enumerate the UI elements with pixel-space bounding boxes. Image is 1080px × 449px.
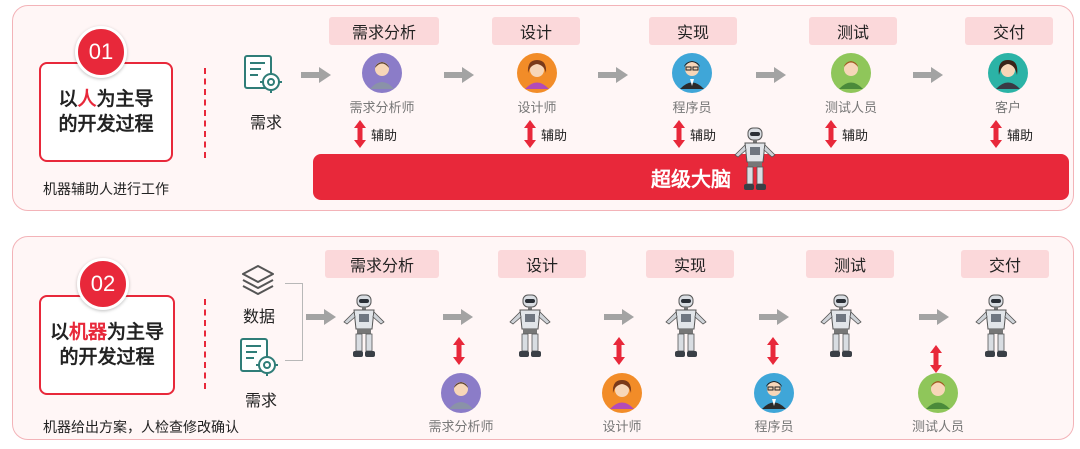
super-brain-bar: 超级大脑: [313, 154, 1069, 200]
bidirectional-arrow-icon: [453, 337, 465, 365]
bidirectional-arrow-icon: [524, 120, 536, 148]
bidirectional-arrow-icon: [930, 345, 942, 373]
panel-human-led: 01 以人为主导 的开发过程 机器辅助人进行工作 需求 需求分析 设计 实现 测…: [12, 5, 1074, 211]
stage-implementation: 实现: [649, 17, 737, 45]
divider-dashed: [204, 299, 206, 389]
panel2-title-line1: 以机器为主导: [49, 322, 165, 343]
analyst-avatar-icon: [362, 53, 402, 93]
requirements-doc-icon: [240, 338, 279, 377]
bidirectional-arrow-icon: [767, 337, 779, 365]
panel1-title-box: 以人为主导 的开发过程: [39, 62, 173, 162]
assist-label: 辅助: [541, 128, 568, 143]
flow-arrow-icon: [919, 309, 949, 325]
assist-label: 辅助: [371, 128, 398, 143]
flow-arrow-icon: [444, 67, 474, 83]
role-label-programmer: 程序员: [672, 100, 712, 115]
robot-icon: [509, 294, 551, 358]
flow-arrow-icon: [443, 309, 473, 325]
input-label-data: 数据: [242, 309, 275, 326]
stage-delivery: 交付: [961, 250, 1049, 278]
designer-avatar-icon: [517, 53, 557, 93]
flow-arrow-icon: [913, 67, 943, 83]
customer-avatar-icon: [988, 53, 1028, 93]
flow-arrow-icon: [301, 67, 331, 83]
role-label-designer: 设计师: [602, 419, 642, 434]
flow-arrow-icon: [598, 67, 628, 83]
assist-label: 辅助: [1007, 128, 1034, 143]
robot-icon: [975, 294, 1017, 358]
panel1-title-line1: 以人为主导: [58, 89, 154, 110]
role-label-programmer: 程序员: [754, 419, 794, 434]
panel2-title-box: 以机器为主导 的开发过程: [39, 295, 175, 395]
requirements-doc-icon: [244, 55, 283, 94]
panel2-title-line2: 的开发过程: [59, 347, 155, 368]
stage-requirements-analysis: 需求分析: [325, 250, 439, 278]
panel-machine-led: 02 以机器为主导 的开发过程 机器给出方案，人检查修改确认 数据 需求 需求分…: [12, 236, 1074, 440]
role-label-customer: 客户: [994, 100, 1021, 115]
data-layers-icon: [242, 265, 274, 295]
flow-arrow-icon: [604, 309, 634, 325]
flow-arrow-icon: [306, 309, 336, 325]
flow-arrow-icon: [759, 309, 789, 325]
stage-requirements-analysis: 需求分析: [329, 17, 439, 45]
assist-label: 辅助: [842, 128, 869, 143]
input-bracket: [285, 283, 303, 361]
role-label-analyst: 需求分析师: [349, 100, 415, 115]
step-badge-02: 02: [77, 258, 129, 310]
stage-implementation: 实现: [646, 250, 734, 278]
flow-arrow-icon: [756, 67, 786, 83]
programmer-avatar-icon: [754, 373, 794, 413]
role-label-designer: 设计师: [517, 100, 557, 115]
analyst-avatar-icon: [441, 373, 481, 413]
bidirectional-arrow-icon: [613, 337, 625, 365]
bidirectional-arrow-icon: [354, 120, 366, 148]
divider-dashed: [204, 68, 206, 158]
stage-design: 设计: [498, 250, 586, 278]
panel2-caption: 机器给出方案，人检查修改确认: [43, 419, 239, 435]
panel1-caption: 机器辅助人进行工作: [43, 181, 169, 197]
bidirectional-arrow-icon: [990, 120, 1002, 148]
robot-icon: [343, 294, 385, 358]
role-label-tester: 测试人员: [911, 419, 964, 434]
step-badge-01: 01: [75, 26, 127, 78]
panel1-title-line2: 的开发过程: [58, 114, 154, 135]
bidirectional-arrow-icon: [825, 120, 837, 148]
robot-icon: [734, 127, 776, 191]
robot-icon: [665, 294, 707, 358]
assist-label: 辅助: [690, 128, 717, 143]
stage-design: 设计: [492, 17, 580, 45]
robot-icon: [820, 294, 862, 358]
role-label-tester: 测试人员: [824, 100, 877, 115]
role-label-analyst: 需求分析师: [428, 419, 494, 434]
tester-avatar-icon: [918, 373, 958, 413]
programmer-avatar-icon: [672, 53, 712, 93]
stage-testing: 测试: [806, 250, 894, 278]
input-label-requirements: 需求: [249, 115, 282, 132]
input-label-requirements: 需求: [244, 393, 277, 410]
stage-testing: 测试: [809, 17, 897, 45]
designer-avatar-icon: [602, 373, 642, 413]
stage-delivery: 交付: [965, 17, 1053, 45]
tester-avatar-icon: [831, 53, 871, 93]
bidirectional-arrow-icon: [673, 120, 685, 148]
